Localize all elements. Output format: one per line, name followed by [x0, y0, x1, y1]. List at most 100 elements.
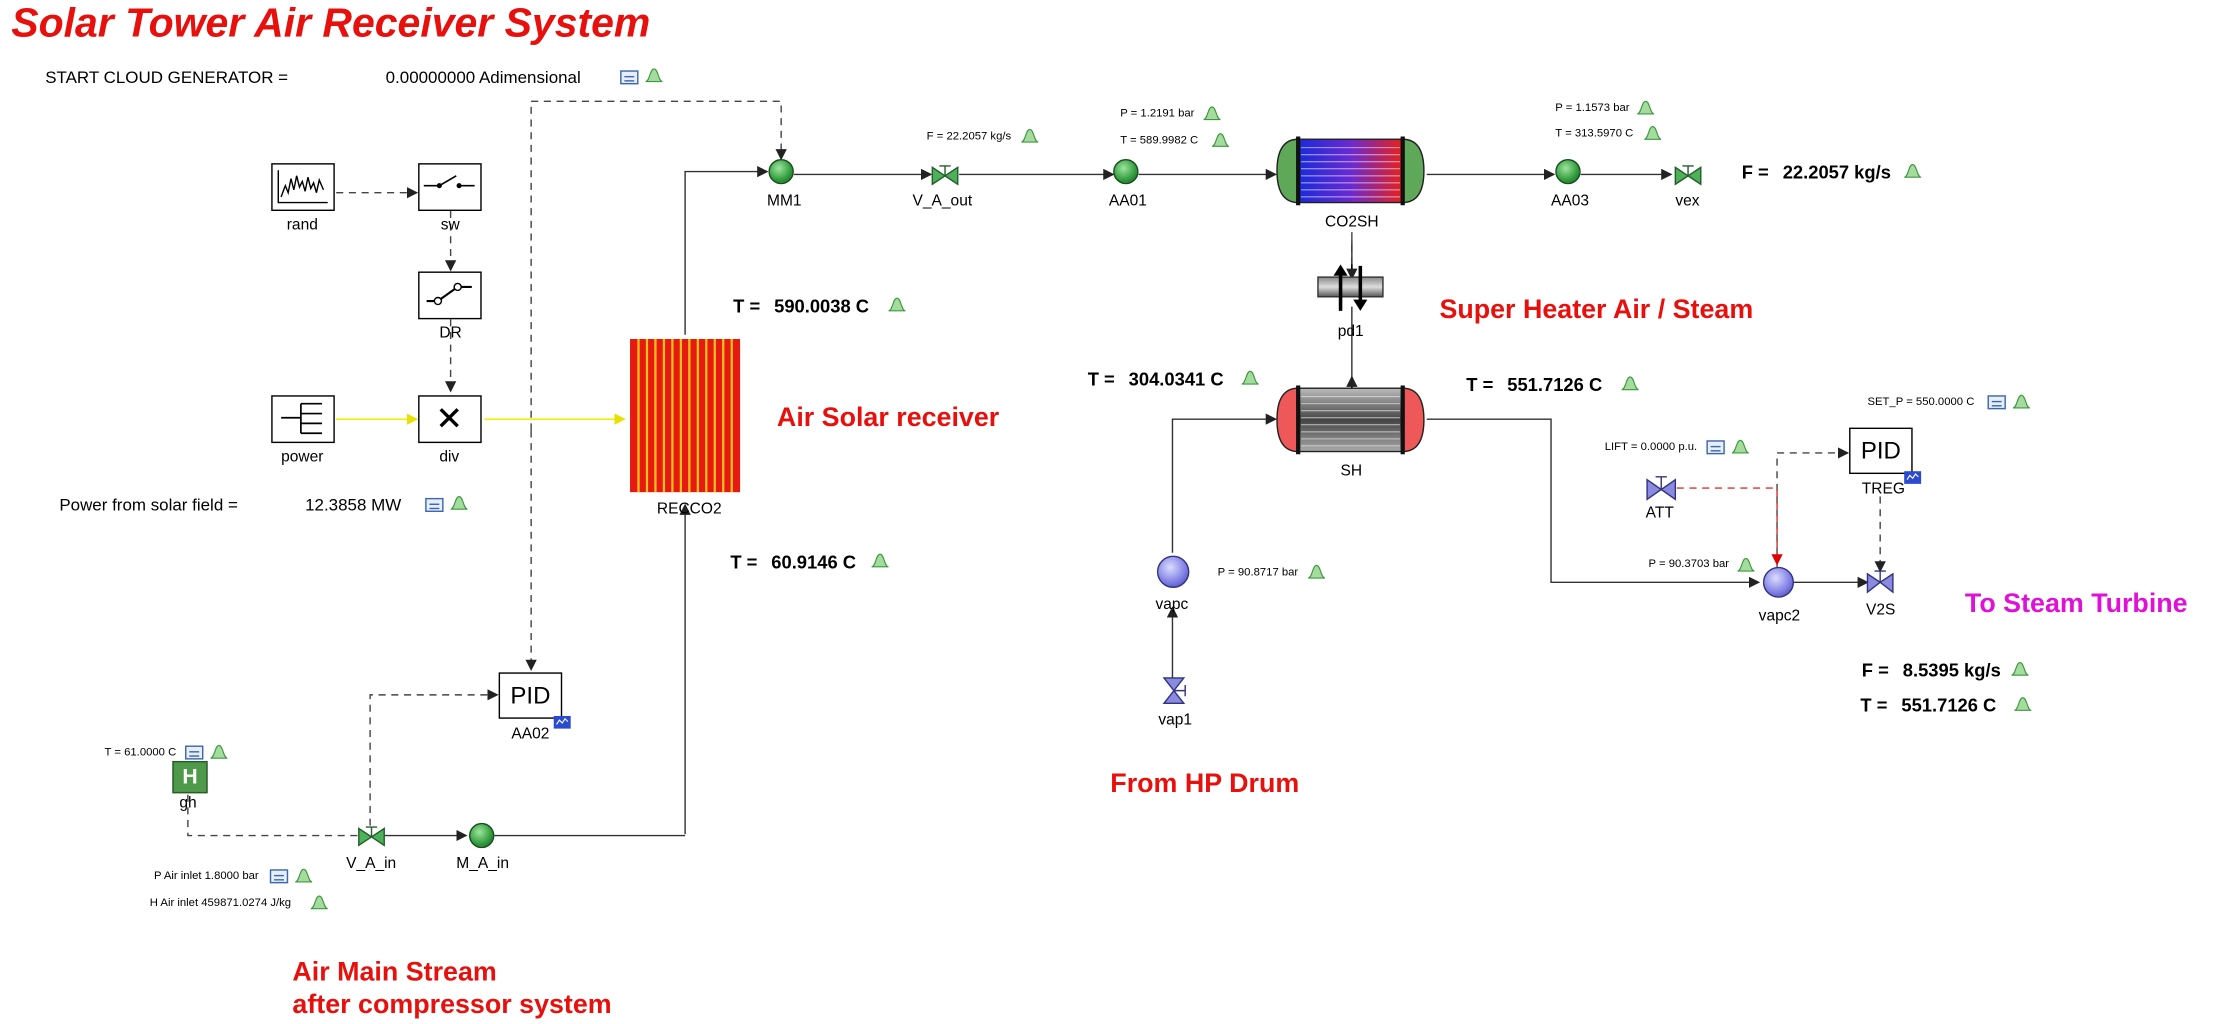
v2s-valve[interactable] [1866, 570, 1894, 594]
aa02-pid-controller[interactable]: PID [498, 672, 563, 719]
plot-icon[interactable] [294, 868, 314, 883]
v-a-in-valve[interactable] [357, 826, 385, 847]
vapc2-pressure-readout: P = 90.3703 bar [1648, 557, 1730, 570]
receiver-in-temp-label: T = [730, 551, 758, 573]
rand-block[interactable] [271, 163, 335, 211]
sh-in-temp-label: T = [1087, 368, 1115, 390]
table-icon[interactable] [269, 869, 289, 884]
div-label: div [439, 448, 460, 466]
plot-icon[interactable] [209, 744, 229, 759]
sh-in-temp-value: 304.0341 C [1128, 368, 1224, 390]
vapc2-node[interactable] [1762, 566, 1795, 598]
plot-icon[interactable] [1020, 128, 1040, 143]
vapc-node[interactable] [1156, 555, 1190, 588]
vapc-label: vapc [1155, 596, 1189, 614]
solar-receiver[interactable] [630, 338, 741, 493]
m-a-in-label: M_A_in [456, 855, 509, 873]
plot-icon[interactable] [309, 895, 329, 910]
att-label: ATT [1645, 504, 1674, 522]
vapc2-label: vapc2 [1758, 607, 1801, 625]
div-block[interactable] [418, 395, 482, 444]
receiver-out-temp-label: T = [733, 295, 761, 317]
v-a-out-label: V_A_out [912, 192, 973, 210]
cloud-generator-value: 0.00000000 Adimensional [385, 67, 581, 88]
power-block[interactable] [271, 395, 335, 444]
sh-out-temp-label: T = [1466, 374, 1494, 396]
sw-block[interactable] [418, 163, 482, 211]
plot-icon[interactable] [887, 297, 907, 312]
v-a-in-label: V_A_in [346, 855, 397, 873]
gh-temp-readout: T = 61.0000 C [104, 745, 177, 759]
table-icon[interactable] [620, 70, 639, 85]
table-icon[interactable] [1987, 395, 2006, 410]
co2sh-label: CO2SH [1325, 213, 1379, 231]
sw-label: sw [440, 216, 460, 234]
aa03-pressure-readout: P = 1.1573 bar [1555, 101, 1630, 114]
switch-icon [423, 175, 475, 189]
receiver-in-temp-value: 60.9146 C [771, 551, 857, 573]
recco2-label: RECCO2 [656, 500, 722, 518]
receiver-out-temp-value: 590.0038 C [774, 295, 870, 317]
vex-flow-label: F = [1741, 161, 1769, 183]
plot-icon[interactable] [1240, 370, 1260, 385]
plot-icon[interactable] [1620, 376, 1640, 391]
v-a-out-valve[interactable] [931, 165, 959, 186]
table-icon[interactable] [185, 745, 204, 760]
outlet-flow-label: F = [1861, 659, 1889, 681]
gh-source-block[interactable]: H [172, 760, 208, 794]
aa01-temp-readout: T = 589.9982 C [1120, 133, 1199, 147]
plot-icon[interactable] [1903, 163, 1923, 178]
sh-heat-exchanger[interactable] [1276, 385, 1426, 455]
plot-icon[interactable] [1636, 100, 1656, 115]
co2sh-heat-exchanger[interactable] [1276, 136, 1426, 206]
air-inlet-enthalpy-readout: H Air inlet 459871.0274 J/kg [149, 896, 292, 909]
sh-out-temp-value: 551.7126 C [1507, 374, 1603, 396]
table-icon[interactable] [425, 497, 444, 513]
table-icon[interactable] [1706, 440, 1725, 455]
outlet-temp-label: T = [1860, 694, 1888, 716]
vex-label: vex [1675, 192, 1700, 210]
super-heater-annotation: Super Heater Air / Steam [1439, 295, 1754, 325]
pd1-heat-transfer[interactable] [1317, 264, 1385, 312]
plot-icon[interactable] [449, 495, 469, 510]
outlet-flow-value: 8.5395 kg/s [1902, 659, 2001, 681]
plot-icon[interactable] [1307, 564, 1327, 579]
constant-source-icon [281, 402, 323, 435]
plot-icon[interactable] [644, 68, 664, 83]
controller-badge-icon [553, 715, 571, 729]
att-actuator-valve[interactable] [1646, 475, 1677, 501]
plot-icon[interactable] [1643, 125, 1663, 140]
air-inlet-pressure-readout: P Air inlet 1.8000 bar [153, 869, 259, 882]
dr-block[interactable] [418, 271, 482, 320]
pd1-label: pd1 [1337, 323, 1364, 341]
page-title: Solar Tower Air Receiver System [11, 1, 651, 47]
plot-icon[interactable] [1730, 439, 1750, 454]
aa03-label: AA03 [1551, 192, 1590, 210]
treg-pid-controller[interactable]: PID [1849, 427, 1913, 475]
plot-icon[interactable] [2010, 661, 2030, 676]
mm1-node[interactable] [768, 158, 794, 185]
aa01-node[interactable] [1113, 158, 1139, 185]
aa01-label: AA01 [1108, 192, 1147, 210]
mm1-label: MM1 [767, 192, 802, 210]
plot-icon[interactable] [1202, 105, 1222, 121]
plot-icon[interactable] [2012, 394, 2032, 409]
plot-icon[interactable] [1736, 557, 1756, 572]
aa03-node[interactable] [1555, 158, 1581, 185]
treg-label: TREG [1861, 481, 1905, 498]
air-main-stream-annotation: Air Main Stream [292, 957, 497, 988]
plot-icon[interactable] [1211, 132, 1231, 147]
m-a-in-node[interactable] [468, 822, 495, 849]
vap1-valve[interactable] [1161, 677, 1186, 705]
vaout-flow-readout: F = 22.2057 kg/s [926, 129, 1012, 143]
dr-label: DR [439, 324, 462, 342]
aa03-temp-readout: T = 313.5970 C [1555, 126, 1634, 140]
sh-label: SH [1340, 462, 1363, 480]
plot-icon[interactable] [870, 553, 890, 568]
air-solar-receiver-annotation: Air Solar receiver [776, 403, 1000, 434]
vex-valve[interactable] [1674, 165, 1702, 186]
plot-icon[interactable] [2013, 696, 2033, 711]
cloud-generator-label: START CLOUD GENERATOR = [45, 67, 289, 88]
power-field-label: Power from solar field = [59, 495, 238, 515]
